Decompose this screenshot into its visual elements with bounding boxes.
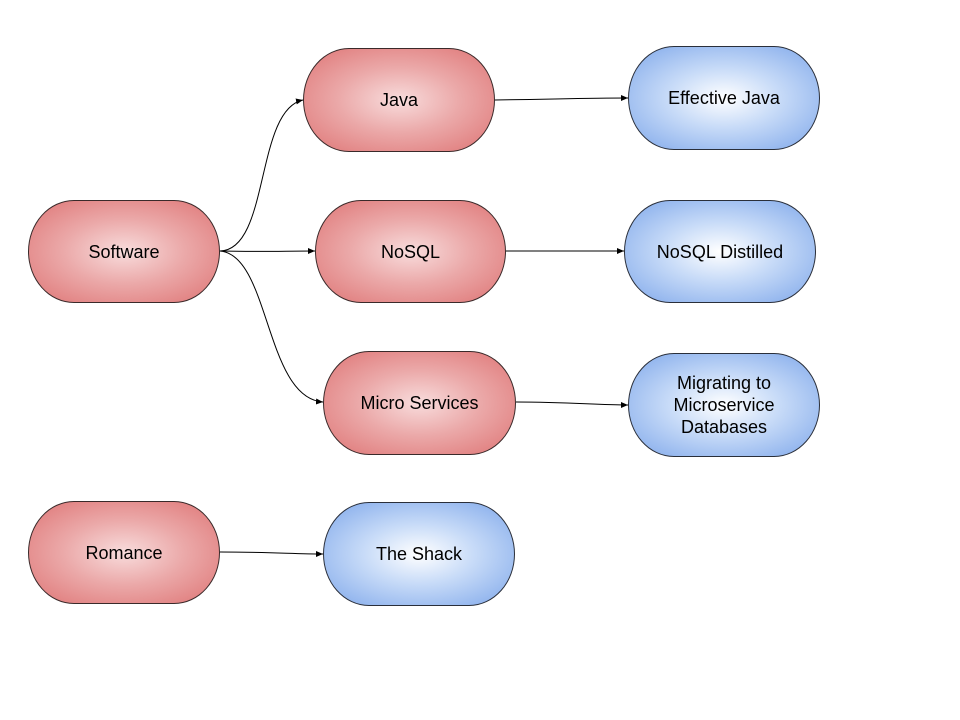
edge-java-effective-java bbox=[494, 95, 629, 102]
node-micro-services[interactable]: Micro Services bbox=[323, 351, 516, 455]
node-nosql[interactable]: NoSQL bbox=[315, 200, 506, 303]
node-effective-java[interactable]: Effective Java bbox=[628, 46, 820, 150]
node-migrating-label: Migrating to Microservice Databases bbox=[673, 373, 775, 437]
node-software-label: Software bbox=[88, 241, 160, 262]
node-the-shack-label: The Shack bbox=[375, 544, 463, 564]
node-migrating-to-microservice-databases[interactable]: Migrating to Microservice Databases bbox=[628, 353, 820, 457]
node-java[interactable]: Java bbox=[303, 48, 495, 152]
node-the-shack[interactable]: The Shack bbox=[323, 502, 515, 606]
node-romance[interactable]: Romance bbox=[28, 501, 220, 604]
node-nosql-label: NoSQL bbox=[380, 241, 441, 262]
node-nosql-distilled-label: NoSQL Distilled bbox=[656, 241, 784, 262]
edge-software-micro bbox=[219, 250, 324, 405]
node-java-label: Java bbox=[379, 90, 419, 110]
node-micro-services-label: Micro Services bbox=[360, 393, 479, 413]
edge-software-java bbox=[219, 98, 304, 252]
node-software[interactable]: Software bbox=[28, 200, 220, 303]
node-nosql-distilled[interactable]: NoSQL Distilled bbox=[624, 200, 816, 303]
node-effective-java-label: Effective Java bbox=[668, 88, 780, 108]
node-romance-label: Romance bbox=[85, 542, 163, 563]
edge-micro-migrating bbox=[515, 401, 629, 408]
edge-romance-the-shack bbox=[219, 550, 324, 557]
